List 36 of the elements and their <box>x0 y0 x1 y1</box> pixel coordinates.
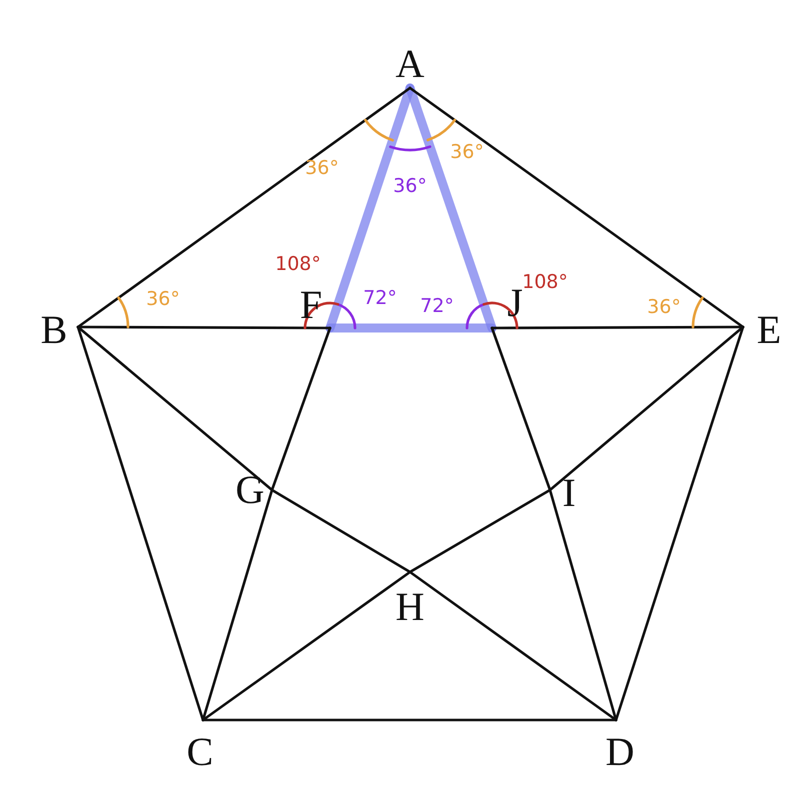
point-label: J <box>507 283 523 323</box>
line-segment <box>76 86 412 328</box>
line-segment <box>408 488 552 574</box>
angle-label: 36° <box>305 158 339 178</box>
angle-label: 36° <box>450 142 484 162</box>
line-segment <box>408 570 618 722</box>
line-segment <box>76 326 274 492</box>
line-segment <box>614 326 744 722</box>
line-segment <box>202 570 412 722</box>
line-segment <box>202 718 618 722</box>
angle-label: 108° <box>275 254 321 274</box>
point-label: B <box>40 310 68 350</box>
angle-label: 72° <box>420 296 454 316</box>
line-segment <box>490 326 552 492</box>
highlighted-segment <box>326 324 496 332</box>
line-segment <box>548 488 618 722</box>
line-segment <box>270 326 332 492</box>
point-label: G <box>236 470 264 510</box>
line-segment <box>548 326 744 492</box>
line-segment <box>76 326 204 722</box>
angle-label: 72° <box>363 288 397 308</box>
line-segment <box>76 326 332 330</box>
point-label: I <box>562 473 576 513</box>
angle-label: 108° <box>522 272 568 292</box>
point-label: D <box>606 732 634 772</box>
point-label: H <box>396 587 424 627</box>
point-label: E <box>756 310 782 350</box>
line-segment <box>270 488 412 574</box>
line-segment <box>490 326 744 330</box>
line-segment <box>408 86 744 328</box>
angle-label: 36° <box>647 297 681 317</box>
point-label: C <box>186 732 214 772</box>
angle-label: 36° <box>146 289 180 309</box>
angle-label: 36° <box>393 176 427 196</box>
line-segment <box>202 488 274 722</box>
point-label: A <box>396 44 424 84</box>
